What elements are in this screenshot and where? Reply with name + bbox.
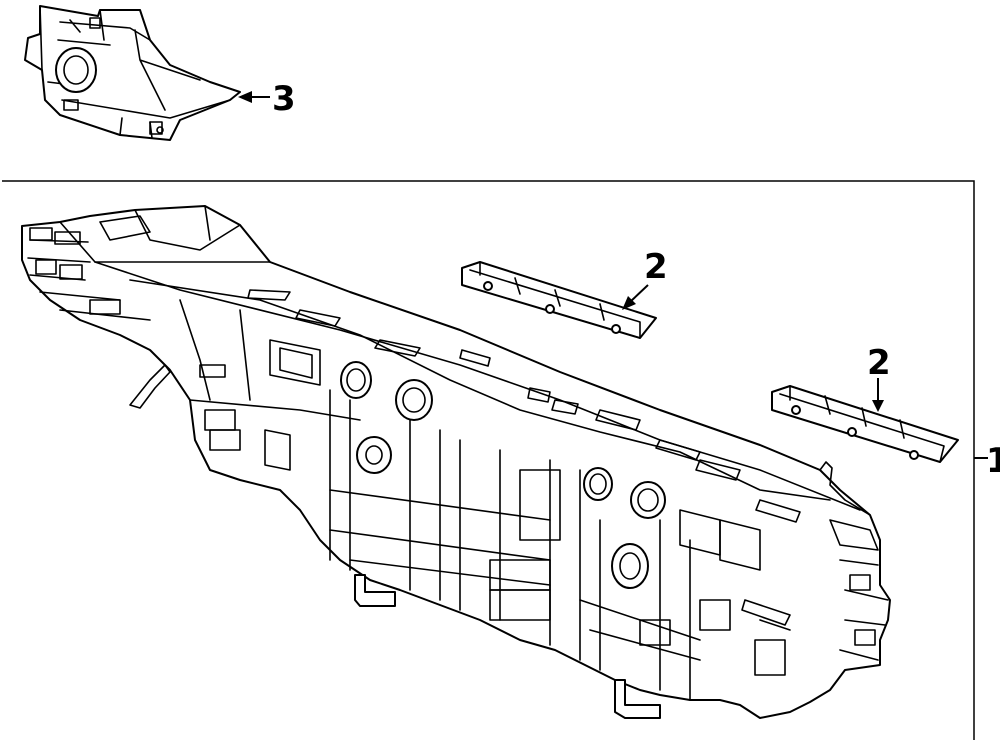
bracket-upper-part — [461, 261, 657, 339]
callout-1: 1 — [974, 441, 1000, 481]
callout-1-label: 1 — [986, 441, 1000, 481]
callout-3: 3 — [238, 79, 296, 119]
callout-2-upper-label: 2 — [644, 247, 668, 287]
callout-2-lower-label: 2 — [867, 343, 891, 383]
assembly-frame — [2, 180, 975, 740]
callout-2-upper: 2 — [622, 247, 668, 310]
callout-2-lower: 2 — [867, 343, 891, 412]
side-panel-part — [24, 5, 241, 141]
bracket-lower-part — [771, 385, 959, 463]
callout-3-label: 3 — [272, 79, 296, 119]
bulkhead-part — [21, 205, 891, 719]
